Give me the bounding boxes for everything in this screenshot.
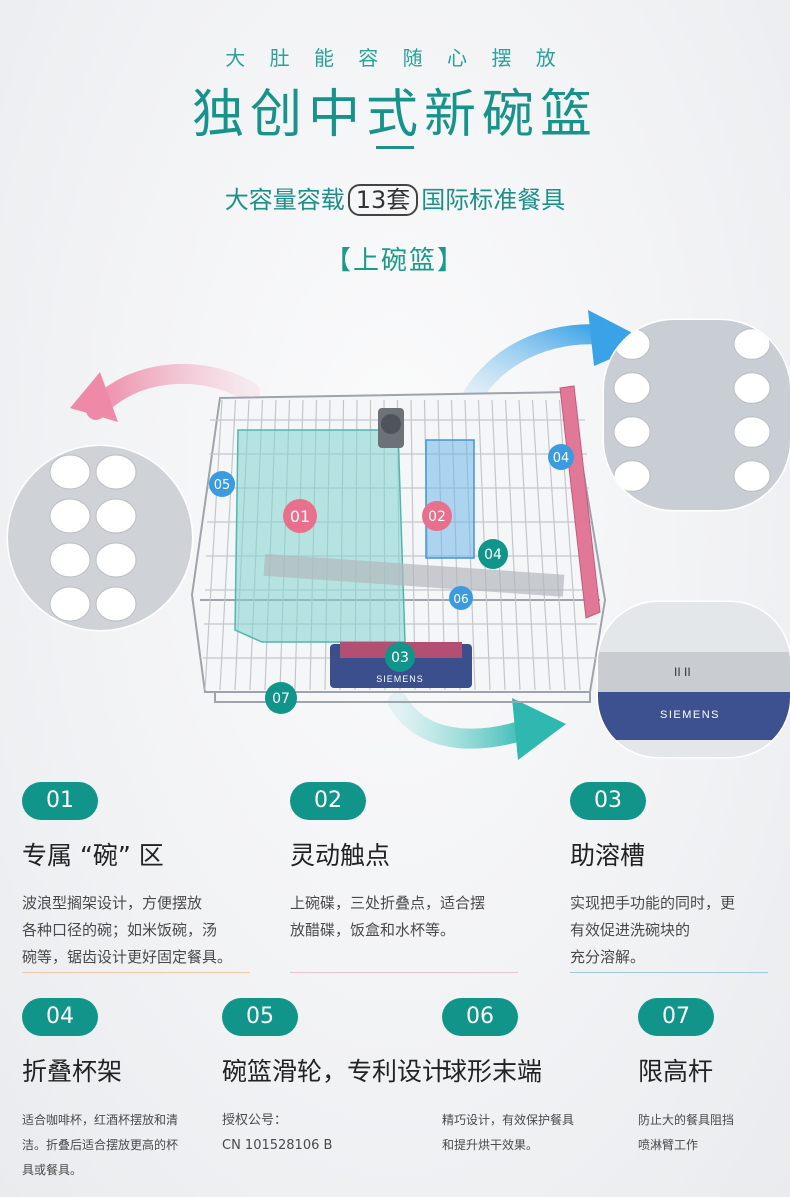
svg-text:03: 03	[391, 650, 409, 666]
svg-text:05: 05	[214, 478, 231, 493]
feature-description: 精巧设计，有效保护餐具和提升烘干效果。	[442, 1113, 575, 1152]
feature-number: 03	[570, 782, 646, 820]
feature-number: 05	[222, 998, 298, 1036]
teal-bowl-zone	[234, 429, 406, 643]
svg-text:04: 04	[553, 451, 570, 466]
divider-03	[570, 972, 768, 973]
marker-01: 01	[283, 499, 317, 533]
gray-divider	[263, 553, 565, 597]
marker-06: 06	[449, 586, 473, 610]
svg-text:07: 07	[272, 691, 290, 707]
svg-text:06: 06	[453, 592, 468, 606]
section-label: 【上碗篮】	[324, 246, 465, 276]
center-knob	[381, 414, 401, 434]
marker-05: 05	[209, 471, 235, 497]
kicker-text: 大 肚 能 容 随 心 摆 放	[225, 46, 565, 70]
feature-title: 碗篮滑轮，专利设计	[222, 1057, 448, 1086]
svg-text:04: 04	[484, 547, 502, 563]
feature-title: 限高杆	[638, 1057, 714, 1086]
feature-07: 07 限高杆 防止大的餐具阻挡喷淋臂工作	[638, 998, 778, 1158]
title-divider	[376, 146, 414, 149]
closeup-handle-marks: II II	[674, 665, 691, 679]
capacity-prefix: 大容量容载	[224, 186, 345, 214]
closeup-brand-logo: SIEMENS	[660, 709, 720, 721]
feature-title: 球形末端	[442, 1057, 543, 1086]
blue-cup-zone	[425, 439, 475, 559]
trough-closeup: II II SIEMENS	[596, 600, 790, 759]
capacity-value: 13套	[347, 184, 419, 216]
pink-cup-rail	[559, 385, 601, 619]
marker-04-center: 04	[478, 539, 508, 569]
capacity-suffix: 国际标准餐具	[421, 186, 566, 214]
basket-illustration: SIEMENS II II SIEMENS	[6, 310, 790, 760]
feature-06: 06 球形末端 精巧设计，有效保护餐具和提升烘干效果。	[442, 998, 622, 1158]
brand-logo: SIEMENS	[376, 674, 424, 684]
page-title: 独创中式新碗篮	[191, 85, 598, 145]
divider-02	[290, 972, 518, 973]
feature-description: 波浪型搁架设计，方便摆放各种口径的碗；如米饭碗，汤碗等，锯齿设计更好固定餐具。	[22, 894, 233, 966]
marker-04-rail: 04	[548, 444, 574, 470]
feature-05: 05 碗篮滑轮，专利设计 授权公号：CN 101528106 B	[222, 998, 448, 1158]
feature-number: 07	[638, 998, 714, 1036]
feature-description: 上碗碟，三处折叠点，适合摆放醋碟，饭盒和水杯等。	[290, 894, 486, 939]
feature-title: 专属 “碗” 区	[22, 841, 164, 870]
teal-arrow	[388, 692, 566, 760]
svg-text:02: 02	[428, 509, 446, 525]
feature-number: 06	[442, 998, 518, 1036]
feature-description: 适合咖啡杯，红酒杯摆放和清洁。折叠后适合摆放更高的杯具或餐具。	[22, 1113, 179, 1177]
marker-02: 02	[422, 501, 452, 531]
feature-description: 授权公号：CN 101528106 B	[222, 1113, 333, 1153]
feature-03: 03 助溶槽 实现把手功能的同时，更有效促进洗碗块的充分溶解。	[570, 782, 780, 971]
feature-number: 02	[290, 782, 366, 820]
feature-04: 04 折叠杯架 适合咖啡杯，红酒杯摆放和清洁。折叠后适合摆放更高的杯具或餐具。	[22, 998, 212, 1183]
feature-title: 折叠杯架	[22, 1057, 123, 1086]
feature-02: 02 灵动触点 上碗碟，三处折叠点，适合摆放醋碟，饭盒和水杯等。	[290, 782, 540, 944]
feature-01: 01 专属 “碗” 区 波浪型搁架设计，方便摆放各种口径的碗；如米饭碗，汤碗等，…	[22, 782, 272, 971]
svg-text:01: 01	[290, 507, 310, 526]
feature-number: 04	[22, 998, 98, 1036]
left-closeup	[6, 444, 194, 632]
marker-03: 03	[385, 642, 415, 672]
feature-title: 灵动触点	[290, 841, 391, 870]
pink-arrow	[70, 363, 260, 422]
feature-description: 防止大的餐具阻挡喷淋臂工作	[638, 1113, 735, 1152]
blue-arrow	[460, 310, 650, 410]
feature-title: 助溶槽	[570, 841, 646, 870]
feature-description: 实现把手功能的同时，更有效促进洗碗块的充分溶解。	[570, 894, 736, 966]
right-closeup	[602, 318, 790, 512]
feature-number: 01	[22, 782, 98, 820]
divider-01	[22, 972, 250, 973]
marker-07: 07	[265, 682, 297, 714]
